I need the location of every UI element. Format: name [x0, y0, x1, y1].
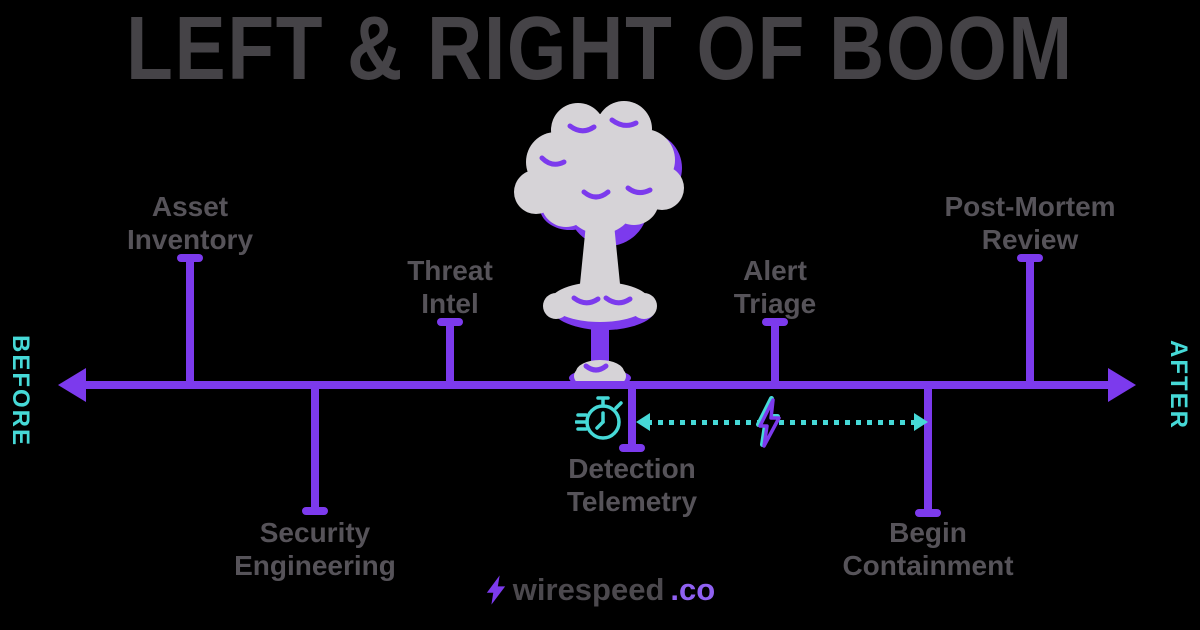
before-label: BEFORE: [7, 335, 34, 448]
dotted-arrowhead-left-icon: [636, 413, 650, 431]
alert-triage-label: Alert Triage: [733, 255, 817, 320]
begin-containment-tick-cap: [915, 509, 941, 517]
alert-triage-tick-cap: [762, 318, 788, 326]
brand-logo: wirespeed.co: [0, 572, 1200, 608]
dotted-arrowhead-right-icon: [914, 413, 928, 431]
after-label: AFTER: [1165, 340, 1192, 430]
post-mortem-review-tick-cap: [1017, 254, 1043, 262]
asset-inventory-label: Asset Inventory: [126, 191, 254, 256]
post-mortem-review-label: Post-Mortem Review: [944, 191, 1116, 256]
asset-inventory-tick-cap: [177, 254, 203, 262]
detection-telemetry-label: Detection Telemetry: [566, 453, 698, 518]
security-engineering-label: Security Engineering: [234, 517, 396, 582]
brand-name: wirespeed: [512, 572, 665, 607]
timeline-axis: [80, 381, 1114, 389]
begin-containment-tick: [924, 385, 932, 513]
brand-bolt-icon: [486, 575, 505, 605]
dotted-line: [647, 420, 917, 425]
threat-intel-tick: [446, 322, 454, 389]
stopwatch-icon: [575, 396, 623, 440]
page-title: LEFT & RIGHT OF BOOM: [126, 0, 1074, 99]
detection-to-containment-arrow: [636, 413, 928, 431]
brand-tld: .co: [670, 572, 716, 607]
timeline-left-arrowhead-icon: [58, 368, 86, 402]
threat-intel-tick-cap: [437, 318, 463, 326]
detection-telemetry-tick: [628, 385, 636, 448]
mushroom-cloud-icon: [514, 101, 684, 387]
post-mortem-review-tick: [1026, 258, 1034, 389]
timeline-right-arrowhead-icon: [1108, 368, 1136, 402]
begin-containment-label: Begin Containment: [842, 517, 1014, 582]
security-engineering-tick-cap: [302, 507, 328, 515]
alert-triage-tick: [771, 322, 779, 389]
lightning-bolt-icon: [756, 396, 781, 448]
threat-intel-label: Threat Intel: [407, 255, 493, 320]
asset-inventory-tick: [186, 258, 194, 389]
security-engineering-tick: [311, 385, 319, 511]
detection-telemetry-tick-cap: [619, 444, 645, 452]
